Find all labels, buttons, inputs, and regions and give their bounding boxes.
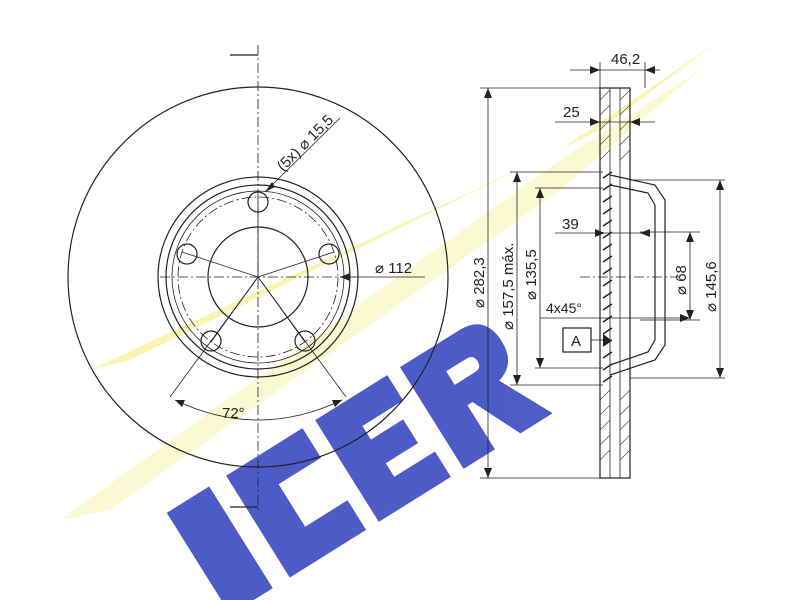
friction-inner-label: ⌀ 157,5 máx. [500,243,517,330]
bolt-hole [247,191,269,213]
bolt-hole [176,243,198,265]
pcd-label: ⌀ 112 [375,260,412,277]
watermark-swoosh [90,40,720,370]
datum-label: A [571,333,581,350]
section-hatching [599,89,631,461]
watermark-letter-r [399,324,553,469]
width-label: 46,2 [611,51,640,68]
hat-hatching [602,171,613,383]
watermark-letter-i [166,486,273,600]
bolt-holes [176,191,340,352]
watermark-letter-c [226,428,367,578]
icer-watermark [60,40,720,600]
watermark-letter-e [315,375,451,522]
bolt-hole [318,243,340,265]
bolt-hole [294,330,316,352]
thickness-label: 25 [563,104,580,121]
outer-diameter-label: ⌀ 282,3 [471,257,488,308]
bolt-hole [200,330,222,352]
hat-diameter-label: ⌀ 135,5 [523,249,540,300]
side-view: 46,2 25 39 4x45° A ⌀ 282,3 ⌀ 157,5 [471,51,725,479]
hat-section [609,174,666,376]
chamfer-label: 4x45° [546,300,582,316]
angle-label: 72° [222,405,245,422]
hub-diameter-label: ⌀ 145,6 [703,261,720,312]
pcd-circle [177,196,339,358]
friction-ring-section [599,87,631,479]
center-bore-label: ⌀ 68 [673,265,690,295]
bolt-hole-leader [264,117,341,193]
watermark-swoosh-2 [60,70,700,520]
bolt-holes-label: (5x) ⌀ 15,5 [274,112,337,175]
hat-height-label: 39 [562,216,579,233]
angle-arc [174,399,343,421]
